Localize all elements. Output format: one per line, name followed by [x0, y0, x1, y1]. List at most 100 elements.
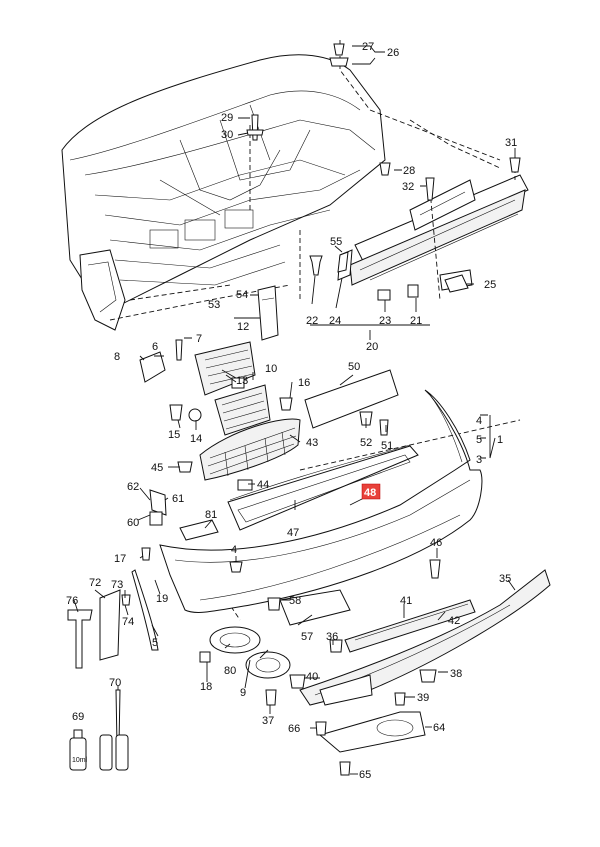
diffuser-panel — [319, 674, 373, 706]
nut-14 — [188, 408, 202, 422]
part-label-8: 8 — [114, 351, 120, 363]
screw-39 — [394, 692, 406, 706]
part-label-51: 51 — [381, 440, 393, 452]
part-label-40: 40 — [306, 671, 318, 683]
part-label-80: 80 — [224, 665, 236, 677]
bracket-53-54 — [257, 285, 279, 341]
highlighted-part-label-48[interactable]: 48 — [361, 483, 381, 500]
part-label-64: 64 — [433, 722, 445, 734]
part-label-70: 70 — [109, 677, 121, 689]
part-label-25: 25 — [484, 279, 496, 291]
nut-58 — [267, 597, 281, 611]
adhesive-kit-69-70 — [69, 689, 129, 771]
label-leader-lines — [73, 45, 516, 775]
part-label-73: 73 — [111, 579, 123, 591]
bracket-57 — [279, 589, 351, 626]
part-label-47: 47 — [287, 527, 299, 539]
part-label-29: 29 — [221, 112, 233, 124]
side-panel-72 — [99, 589, 121, 661]
part-label-4b: 4 — [231, 544, 237, 556]
trim-strip-upper — [229, 444, 411, 501]
part-label-5b: 5 — [152, 637, 158, 649]
part-label-50: 50 — [348, 361, 360, 373]
part-label-15: 15 — [168, 429, 180, 441]
part-label-5a: 5 — [476, 434, 482, 446]
part-label-39: 39 — [417, 692, 429, 704]
part-label-42: 42 — [448, 615, 460, 627]
part-label-1: 1 — [497, 434, 503, 446]
grille-12 — [194, 341, 256, 396]
clip-44 — [237, 479, 253, 491]
bottle-volume-label: 10ml — [72, 757, 88, 764]
bolt-7 — [175, 339, 183, 361]
light-housing-80 — [245, 651, 291, 679]
part-label-23: 23 — [379, 315, 391, 327]
part-label-6: 6 — [152, 341, 158, 353]
washer-30 — [246, 129, 264, 136]
part-label-44: 44 — [257, 479, 269, 491]
part-label-19: 19 — [156, 593, 168, 605]
part-label-27: 27 — [362, 41, 374, 53]
screw-22 — [309, 255, 323, 276]
clip-60 — [149, 511, 163, 526]
bracket-76 — [67, 609, 93, 669]
bolt-29-30 — [251, 114, 259, 141]
nut-28 — [379, 162, 391, 176]
part-label-9: 9 — [240, 687, 246, 699]
part-label-35: 35 — [499, 573, 511, 585]
part-label-32: 32 — [402, 181, 414, 193]
reflector-81 — [179, 519, 219, 541]
nut-38 — [419, 669, 437, 683]
screw-74 — [121, 594, 131, 606]
bracket-6-8 — [139, 351, 166, 383]
part-label-37: 37 — [262, 715, 274, 727]
grille-12-mesh — [204, 349, 254, 385]
screw-32 — [425, 177, 435, 201]
part-label-26: 26 — [387, 47, 399, 59]
part-label-31: 31 — [505, 137, 517, 149]
car-rear-body — [61, 54, 386, 331]
part-label-4: 4 — [476, 415, 482, 427]
license-plate-50 — [304, 369, 399, 429]
part-label-62: 62 — [127, 481, 139, 493]
screw-65 — [339, 761, 351, 776]
part-label-60: 60 — [127, 517, 139, 529]
screw-51 — [379, 419, 389, 436]
screw-15 — [169, 404, 183, 421]
honeycomb-grille-43-mesh — [207, 427, 297, 477]
part-label-22: 22 — [306, 315, 318, 327]
part-label-30: 30 — [221, 129, 233, 141]
part-label-38: 38 — [450, 668, 462, 680]
trim-frame-48 — [237, 454, 411, 523]
honeycomb-grille-43 — [199, 418, 301, 481]
part-label-7: 7 — [196, 333, 202, 345]
grille-10 — [214, 384, 271, 436]
trim-frame-47 — [227, 445, 419, 531]
part-label-69: 69 — [72, 711, 84, 723]
screw-31 — [509, 157, 521, 173]
part-label-28: 28 — [403, 165, 415, 177]
part-label-17: 17 — [114, 553, 126, 565]
part-label-12: 12 — [237, 321, 249, 333]
part-label-61: 61 — [172, 493, 184, 505]
bracket-61 — [149, 489, 167, 516]
part-label-52: 52 — [360, 437, 372, 449]
grille-10-mesh — [221, 392, 269, 430]
part-label-18: 18 — [200, 681, 212, 693]
part-label-21: 21 — [410, 315, 422, 327]
part-label-20: 20 — [366, 341, 378, 353]
part-label-14: 14 — [190, 433, 202, 445]
part-label-10: 10 — [265, 363, 277, 375]
screw-37 — [265, 689, 277, 706]
nut-16 — [279, 397, 293, 411]
part-label-55: 55 — [330, 236, 342, 248]
trim-strip-41-42 — [344, 599, 476, 653]
rear-beam-assembly — [337, 174, 529, 301]
part-label-45: 45 — [151, 462, 163, 474]
part-label-76: 76 — [66, 595, 78, 607]
part-label-53: 53 — [208, 299, 220, 311]
clip-13 — [231, 377, 245, 389]
trim-strip-5 — [131, 569, 159, 651]
part-label-24: 24 — [329, 315, 341, 327]
